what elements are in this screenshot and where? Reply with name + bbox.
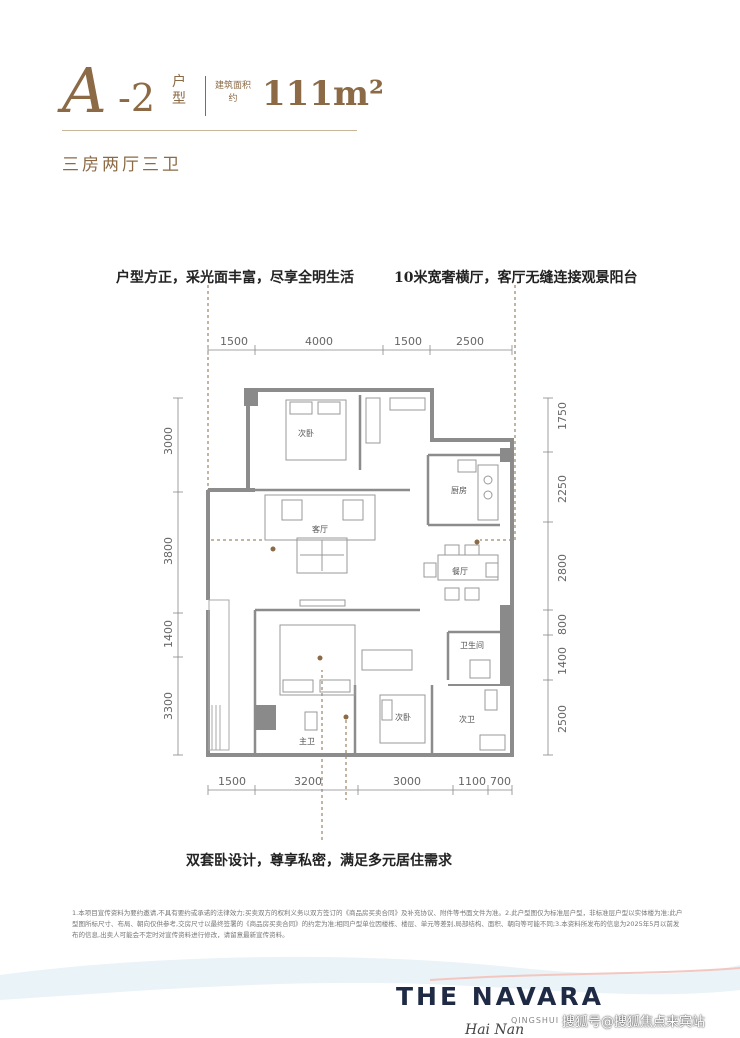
unit-type-number: -2 [118,76,156,120]
room-label-bath-public: 卫生间 [460,640,484,650]
disclaimer-footnote: 1.本项目宣传资料为要约邀请,不具有要约或承诺的法律效力;买卖双方的权利义务以双… [72,909,683,939]
decorative-stroke [429,967,740,981]
structural-columns [244,388,514,730]
dim-right-6: 2500 [556,705,569,733]
area-value: 111m² [262,74,384,114]
room-label-bath-master: 主卫 [299,736,315,746]
dim-top-4: 2500 [456,335,484,348]
dimension-lines [173,345,553,795]
walls [206,388,514,757]
dim-left-4: 3300 [162,692,175,720]
watermark-text: 搜狐号@搜狐焦点来宾站 [562,1015,706,1030]
dim-right-1: 1750 [556,402,569,430]
feature-text-bottom: 双套卧设计，尊享私密，满足多元居住需求 [186,853,452,869]
room-label-living: 客厅 [312,524,328,534]
dim-bottom-5: 700 [490,775,511,788]
header-divider [205,76,206,116]
dim-top-1: 1500 [220,335,248,348]
dim-right-2: 2250 [556,475,569,503]
dim-top-3: 1500 [394,335,422,348]
dim-bottom-3: 3000 [393,775,421,788]
dim-right-5: 1400 [556,647,569,675]
dim-left-3: 1400 [162,620,175,648]
room-label-bath-small: 次卫 [459,714,475,724]
unit-type-label: 户型 [172,74,186,107]
dim-bottom-1: 1500 [218,775,246,788]
decorative-wave [0,956,740,1000]
brand-script: Hai Nan [465,1022,525,1038]
dim-top-2: 4000 [305,335,333,348]
dim-right-3: 2800 [556,554,569,582]
room-label-kitchen: 厨房 [451,485,467,495]
unit-type-letter: A [62,54,107,127]
brand-subtitle: QINGSHUI [511,1016,560,1025]
dim-left-2: 3800 [162,537,175,565]
header-rule [62,130,357,131]
balcony [208,599,230,751]
dim-bottom-2: 3200 [294,775,322,788]
room-label-bedroom-mid: 次卧 [395,712,411,722]
room-label-bedroom-top: 次卧 [298,428,314,438]
dim-bottom-4: 1100 [458,775,486,788]
layout-description: 三房两厅三卫 [62,155,182,175]
room-label-dining: 餐厅 [452,567,468,576]
furniture [264,397,506,751]
brand-logo-text: THE NAVARA [396,982,604,1011]
dim-right-4: 800 [556,614,569,635]
dim-left-1: 3000 [162,427,175,455]
feature-text-top-left: 户型方正，采光面丰富，尽享全明生活 [116,270,354,286]
area-label: 建筑面积约 [214,81,251,104]
feature-text-top-right: 10米宽奢横厅，客厅无缝连接观景阳台 [394,270,638,286]
